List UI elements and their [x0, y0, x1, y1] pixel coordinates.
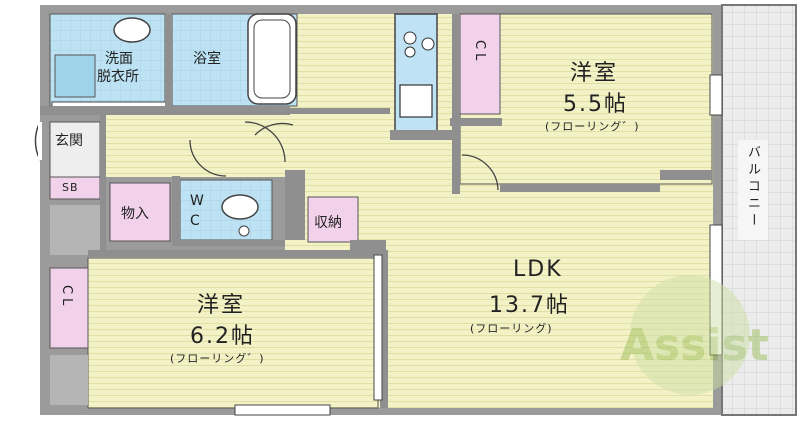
watermark-logo: Assist [620, 275, 769, 395]
western-room-1-floor-type: (フローリング゛) [545, 120, 640, 133]
interior-walls [40, 14, 712, 408]
balcony-label-box [738, 140, 768, 240]
door-swing [254, 122, 294, 136]
western-room-2-floor-type: (フローリング゛) [170, 352, 265, 365]
stove-burner-icon [421, 37, 435, 51]
svg-text:Assist: Assist [620, 320, 769, 371]
western-room-2-floor [87, 257, 379, 409]
stove-burner-icon [404, 46, 416, 58]
closet-storage-area [307, 196, 359, 243]
structural-column [50, 205, 100, 255]
kitchen-sink-icon [399, 84, 433, 118]
toilet-icon [221, 194, 259, 220]
entrance-area [49, 121, 101, 178]
bathtub-icon [247, 13, 297, 105]
wc-label-w: W [190, 193, 204, 209]
balcony-label: バルコニー [745, 145, 760, 230]
western-room-2-name: 洋室 [197, 293, 246, 318]
ldk-floor-type: (フローリング) [470, 322, 553, 335]
western-room-1-size: 5.5帖 [563, 92, 628, 117]
ldk-size: 13.7帖 [489, 293, 570, 318]
bathtub-inner [253, 19, 291, 99]
cl-top-closet [459, 13, 501, 115]
closet-storage-label: 収納 [314, 215, 342, 231]
washer-space [54, 54, 96, 98]
wc-label-c: C [190, 213, 200, 229]
structural-column [50, 355, 88, 405]
door-swing [461, 154, 499, 191]
sink-icon [113, 17, 151, 43]
washroom-label-1: 洗面 [105, 51, 133, 67]
storage-label: 物入 [121, 206, 149, 222]
door-swing [244, 121, 286, 163]
kitchen-counter [394, 13, 438, 137]
storage-area [109, 182, 171, 242]
sliding-door [373, 254, 383, 401]
bath-label: 浴室 [193, 51, 221, 67]
washroom-label-2: 脱衣所 [97, 69, 139, 85]
window-right-upper [709, 74, 723, 116]
door-swing [189, 139, 227, 177]
western-room-1-name: 洋室 [570, 61, 619, 86]
cl-top-label: CL [472, 40, 487, 65]
window-bottom [234, 404, 331, 416]
shoebox-label: SB [62, 181, 79, 194]
entrance-label: 玄関 [55, 133, 83, 149]
cl-left-closet [49, 267, 89, 349]
cl-left-label: CL [59, 285, 74, 310]
wc-sink-icon [238, 225, 250, 237]
western-room-1-floor [459, 13, 713, 185]
ldk-name: LDK [513, 257, 563, 282]
western-room-2-size: 6.2帖 [190, 324, 255, 349]
stove-burner-icon [403, 31, 417, 45]
